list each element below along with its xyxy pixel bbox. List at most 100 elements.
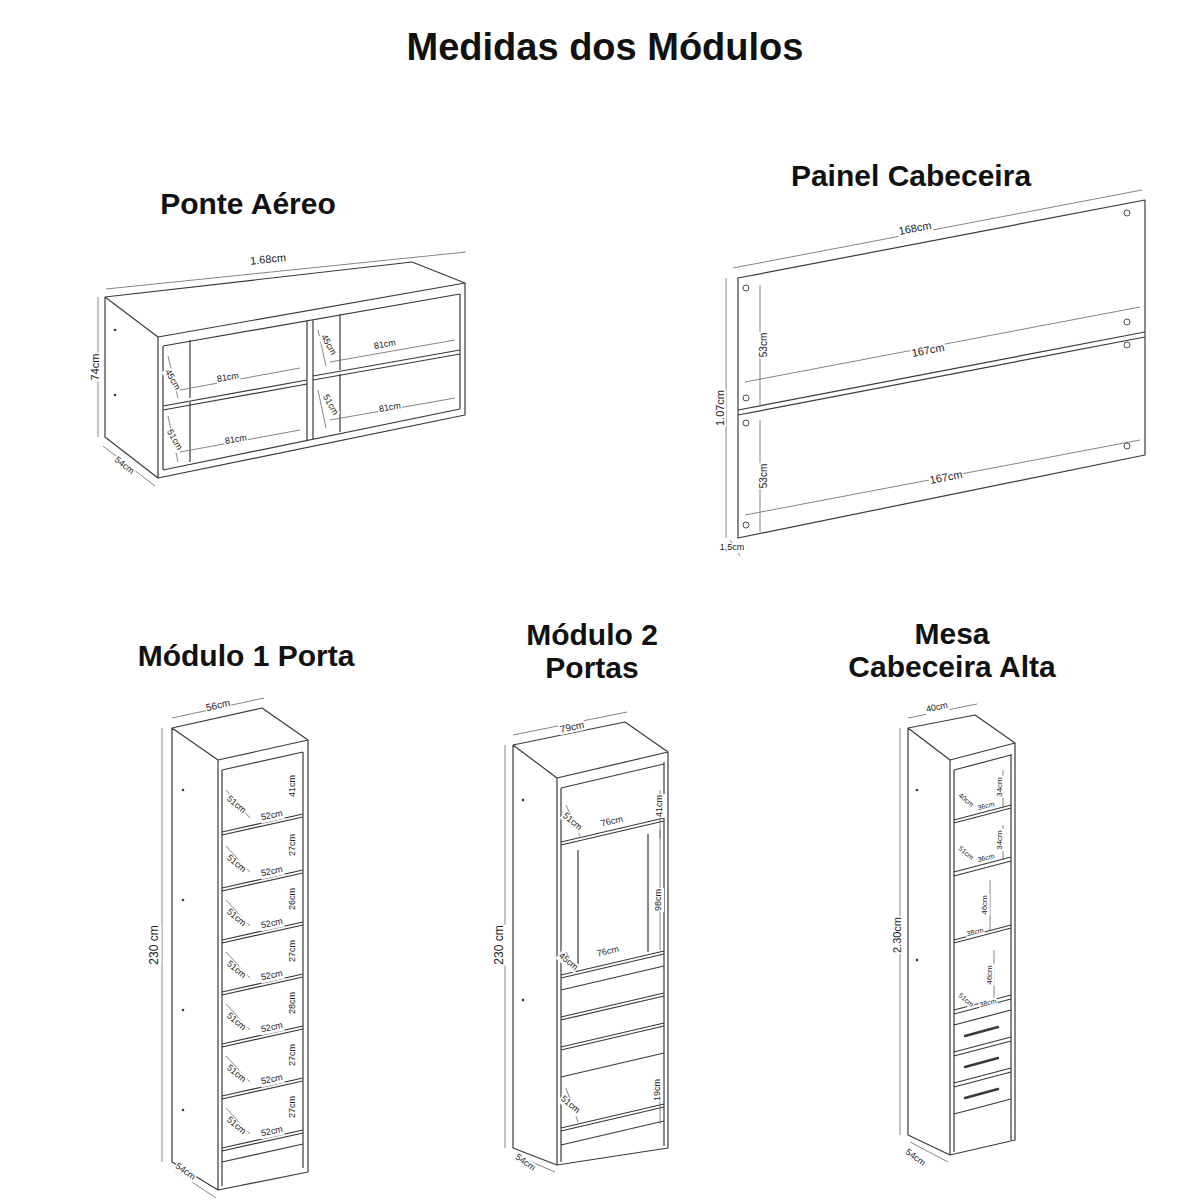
dimension-lines	[98, 190, 1142, 1198]
two-door-module	[513, 722, 668, 1165]
dimension-label: 46cm	[981, 894, 990, 916]
dimension-label: 40cm	[924, 701, 950, 716]
dimension-label: 41cm	[288, 774, 298, 798]
dimension-label: 45cm	[556, 950, 581, 973]
dimension-label: 230 cm	[148, 924, 161, 965]
dimension-label: 34cm	[996, 776, 1005, 798]
dimension-label: 56cm	[204, 697, 232, 714]
shelf-pin-holes	[114, 329, 919, 1112]
module-heading: Ponte Aéreo	[160, 187, 336, 220]
dimension-label: 51cm	[224, 1114, 249, 1137]
dimension-label: 54cm	[111, 455, 136, 478]
dimension-label: 38cm	[978, 997, 998, 1009]
dimension-label: 45cm	[318, 332, 339, 358]
pin-hole	[182, 1109, 185, 1112]
dimension-label: 52cm	[259, 1073, 285, 1088]
pin-hole	[114, 329, 117, 332]
dimension-label: 81cm	[372, 338, 397, 352]
dimension-label: 1.07cm	[714, 389, 726, 427]
dimension-label: 46cm	[986, 964, 995, 986]
dimension-label: 41cm	[655, 794, 665, 818]
headboard-dimensions	[726, 190, 1142, 556]
dimension-label: 230 cm	[493, 924, 506, 965]
dimension-label: 76cm	[595, 944, 621, 959]
dimension-label: 19cm	[653, 1078, 663, 1102]
tall-nightstand	[908, 715, 1015, 1155]
dimension-label: 52cm	[259, 865, 285, 880]
pin-hole	[114, 394, 117, 397]
dimension-label: 27cm	[288, 939, 298, 963]
headboard-panel	[738, 200, 1145, 538]
module-two-dimensions	[505, 712, 660, 1172]
dimension-label: 52cm	[259, 809, 285, 824]
dimension-label: 51cm	[558, 1093, 583, 1116]
bridge-dimensions	[98, 252, 466, 486]
screw-hole	[1124, 319, 1130, 325]
nightstand-dimensions	[900, 704, 1003, 1162]
dimension-label: 45cm	[162, 367, 183, 393]
dimension-label: 1.68cm	[248, 251, 287, 267]
handle-lines	[965, 1027, 998, 1098]
screw-hole	[1124, 342, 1130, 348]
dimension-label: 52cm	[259, 1021, 285, 1036]
dimension-label: 51cm	[956, 991, 976, 1009]
dimension-label: 74cm	[89, 353, 101, 382]
module-heading: Mesa Cabeceira Alta	[845, 617, 1060, 683]
dimension-label: 81cm	[377, 401, 402, 415]
dimension-label: 81cm	[215, 371, 240, 385]
dimension-label: 51cm	[320, 392, 341, 418]
dimension-label: 51cm	[224, 1010, 249, 1033]
dimension-label: 27cm	[288, 1095, 298, 1119]
screw-hole	[1124, 443, 1130, 449]
dimension-label: 54cm	[902, 1147, 927, 1169]
furniture-outlines	[105, 200, 1145, 1190]
dimension-label: 51cm	[224, 852, 249, 875]
module-one-dimensions	[162, 698, 264, 1198]
dimension-label: 51cm	[224, 958, 249, 981]
pin-hole	[916, 789, 919, 792]
one-door-module	[172, 708, 308, 1190]
dimension-label: 34cm	[996, 829, 1005, 851]
module-heading: Módulo 2 Portas	[502, 618, 682, 684]
dimension-label: 51cm	[224, 1062, 249, 1085]
dimension-label: 51cm	[224, 793, 249, 816]
dimension-label: 40cm	[956, 791, 976, 809]
page-title: Medidas dos Módulos	[407, 27, 804, 69]
dimension-label: 1,5cm	[719, 543, 746, 553]
drawer-handles	[965, 1027, 998, 1098]
screw-hole	[1124, 210, 1130, 216]
dimension-label: 27cm	[288, 833, 298, 857]
dimension-label: 54cm	[512, 1152, 537, 1174]
dimension-label: 168cm	[897, 219, 934, 238]
dimension-label: 167cm	[928, 468, 965, 487]
pin-hole	[916, 959, 919, 962]
dimension-label: 76cm	[599, 814, 625, 829]
pin-hole	[182, 1009, 185, 1012]
dimension-label: 53cm	[758, 463, 769, 489]
screw-hole	[743, 285, 749, 291]
dimension-label: 51cm	[956, 844, 976, 862]
dimension-label: 26cm	[288, 887, 298, 911]
bridge-cabinet	[105, 262, 465, 478]
dimension-label: 52cm	[259, 917, 285, 932]
dimension-label: 79cm	[558, 719, 586, 735]
screw-holes	[743, 210, 1130, 528]
dimension-label: 98cm	[654, 888, 664, 912]
dimension-label: 27cm	[288, 1043, 298, 1067]
dimension-label: 51cm	[224, 906, 249, 929]
dimension-label: 51cm	[164, 427, 185, 453]
dimension-label: 54cm	[172, 1161, 197, 1183]
screw-hole	[743, 395, 749, 401]
module-heading: Painel Cabeceira	[791, 159, 1031, 192]
pin-hole	[182, 899, 185, 902]
module-heading: Módulo 1 Porta	[138, 639, 355, 672]
screw-hole	[743, 522, 749, 528]
dimension-label: 81cm	[223, 433, 248, 447]
dimension-label: 52cm	[259, 969, 285, 984]
screw-hole	[743, 420, 749, 426]
pin-hole	[522, 999, 525, 1002]
dimension-label: 38cm	[965, 926, 985, 938]
pin-hole	[182, 789, 185, 792]
